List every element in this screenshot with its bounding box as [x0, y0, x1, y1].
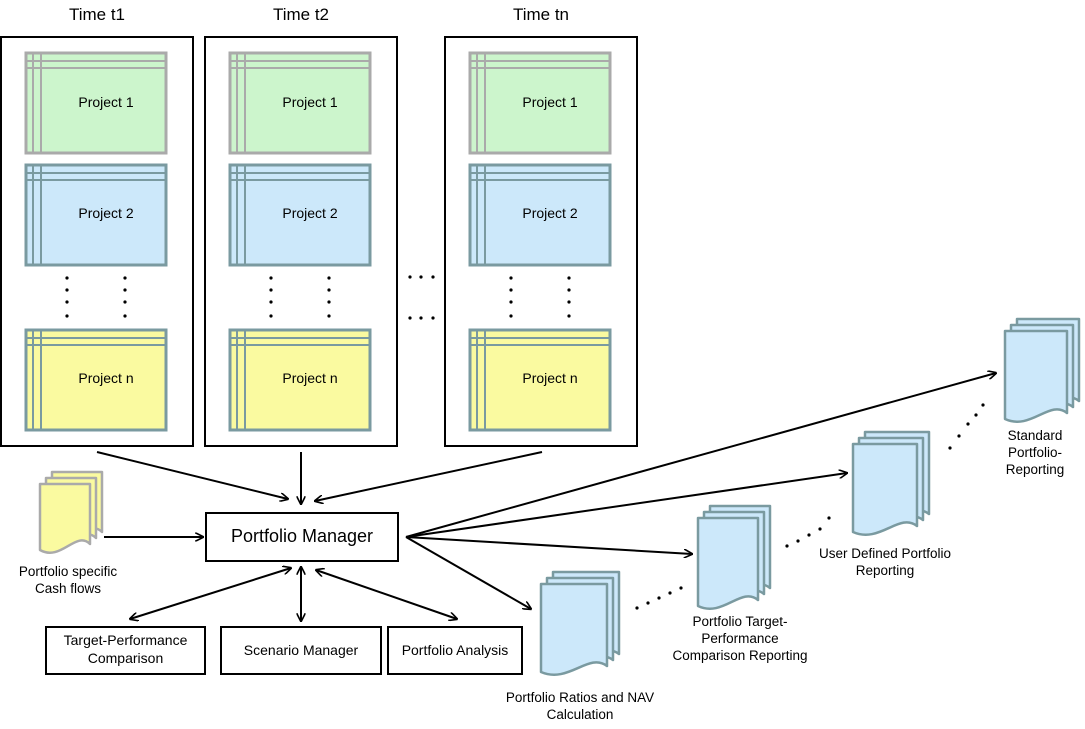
- cash-flows-line-2: Cash flows: [34, 580, 102, 596]
- project-2-card: [468, 163, 612, 267]
- project-n-card: [24, 328, 168, 432]
- column-title-tn: Time tn: [512, 5, 570, 24]
- target-performance-line-2: Comparison: [87, 649, 164, 666]
- standard-line-2: Portfolio-: [1007, 444, 1063, 460]
- portfolio-analysis-box: [387, 626, 523, 675]
- column-title-t1: Time t1: [68, 5, 126, 24]
- portfolio-analysis-label: Portfolio Analysis: [401, 642, 509, 658]
- ratios-nav-document-stack: [539, 570, 621, 676]
- cash-flows-line-1: Portfolio specific: [18, 564, 118, 579]
- project-label: Project n: [522, 370, 578, 386]
- arrows: [96, 373, 996, 621]
- user-defined-document-stack: [851, 430, 931, 536]
- portfolio-manager-label: Portfolio Manager: [230, 526, 374, 546]
- project-label: Project 2: [282, 205, 338, 221]
- arrow-to-user-defined-reporting: [405, 473, 847, 538]
- project-label: Project 1: [522, 94, 578, 110]
- portfolio-manager-box: [205, 512, 399, 562]
- standard-reporting-label: Standard Portfolio- Reporting: [985, 428, 1085, 479]
- target-comparison-line-2: Performance: [701, 630, 779, 646]
- project-2-card: [24, 163, 168, 267]
- target-performance-box: [45, 626, 206, 675]
- project-n-card: [228, 328, 372, 432]
- cash-flows-document-stack: [38, 470, 104, 554]
- project-n-card: [468, 328, 612, 432]
- project-label: Project 2: [78, 205, 134, 221]
- project-cards: [24, 51, 612, 432]
- target-comparison-line-3: Comparison Reporting: [672, 647, 808, 663]
- cash-flows-label: Portfolio specific Cash flows: [2, 564, 134, 598]
- user-defined-reporting-label: User Defined Portfolio Reporting: [800, 546, 970, 580]
- ratios-nav-line-2: Calculation: [546, 706, 614, 722]
- arrow-to-target-comparison-reporting: [405, 536, 692, 554]
- project-2-card: [228, 163, 372, 267]
- ratios-nav-line-1: Portfolio Ratios and NAV: [505, 690, 655, 705]
- scenario-manager-label: Scenario Manager: [243, 642, 359, 658]
- project-label: Project 1: [282, 94, 338, 110]
- project-1-card: [228, 51, 372, 155]
- arrow-to-standard-reporting: [405, 373, 996, 538]
- project-1-card: [468, 51, 612, 155]
- project-label: Project 1: [78, 94, 134, 110]
- arrow-t1-to-manager: [96, 451, 288, 499]
- project-label: Project n: [282, 370, 338, 386]
- ratios-nav-label: Portfolio Ratios and NAV Calculation: [485, 690, 675, 724]
- project-1-card: [24, 51, 168, 155]
- arrow-to-ratios-nav: [405, 536, 531, 609]
- between-columns-dots: [408, 275, 435, 320]
- arrow-tn-to-manager: [315, 451, 543, 501]
- column-title-t2: Time t2: [272, 5, 330, 24]
- standard-reporting-document-stack: [1003, 317, 1081, 423]
- target-comparison-document-stack: [696, 504, 772, 610]
- project-label: Project n: [78, 370, 134, 386]
- target-performance-label: Target-Performance Comparison: [47, 632, 204, 667]
- target-comparison-reporting-label: Portfolio Target- Performance Comparison…: [645, 614, 835, 665]
- standard-line-3: Reporting: [1005, 461, 1065, 477]
- target-comparison-line-1: Portfolio Target-: [692, 614, 788, 629]
- report-ellipsis-dots: [635, 403, 985, 610]
- arrow-manager-target-performance: [130, 568, 291, 619]
- user-defined-line-2: Reporting: [855, 562, 915, 578]
- user-defined-line-1: User Defined Portfolio: [818, 546, 952, 561]
- target-performance-line-1: Target-Performance: [63, 632, 188, 648]
- standard-line-1: Standard: [1007, 428, 1063, 443]
- column-ellipsis-dots: [65, 276, 571, 318]
- arrow-manager-analysis: [316, 570, 457, 619]
- scenario-manager-box: [220, 626, 382, 675]
- document-stacks: [38, 317, 1081, 676]
- project-label: Project 2: [522, 205, 578, 221]
